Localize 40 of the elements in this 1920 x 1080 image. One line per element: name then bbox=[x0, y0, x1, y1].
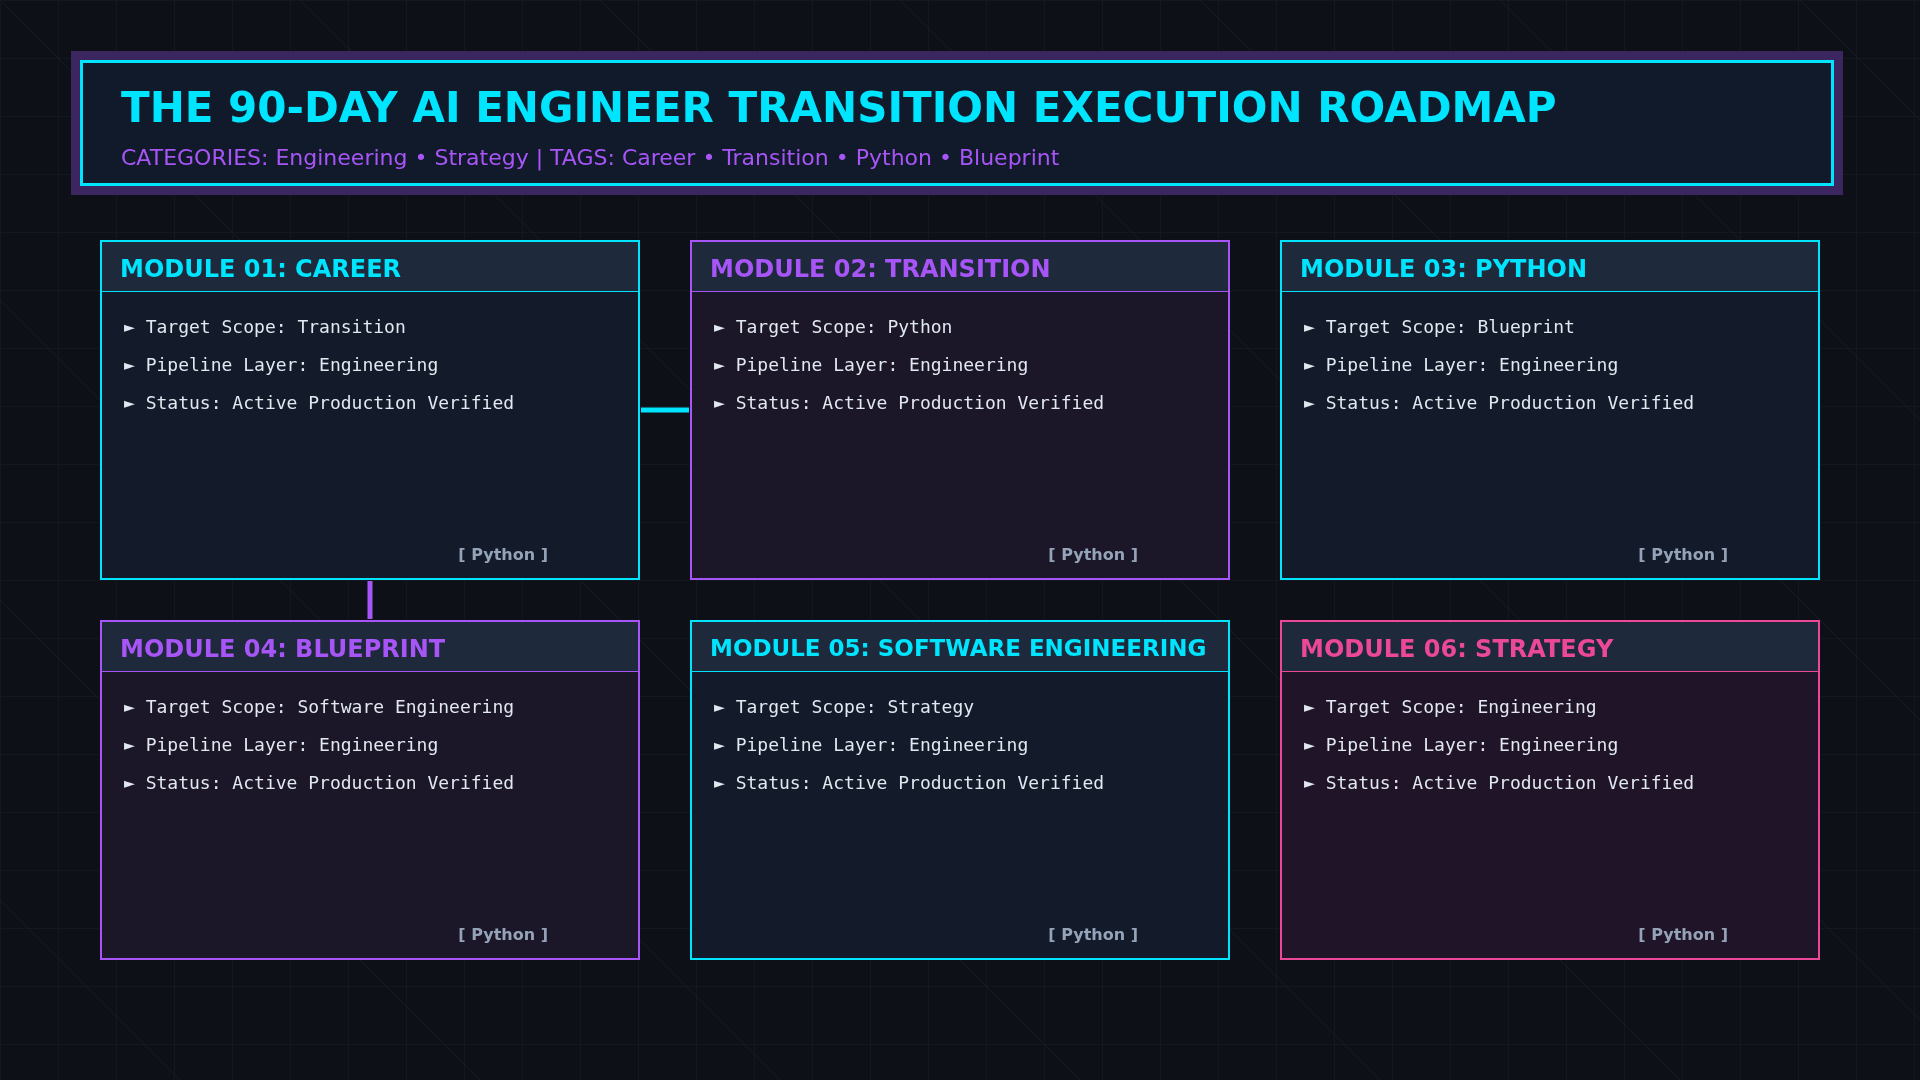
module-heading: MODULE 04: BLUEPRINT bbox=[120, 635, 446, 663]
module-heading: MODULE 03: PYTHON bbox=[1300, 255, 1587, 283]
bullet-item: ► Pipeline Layer: Engineering bbox=[124, 354, 439, 375]
bullet-item: ► Pipeline Layer: Engineering bbox=[1304, 354, 1619, 375]
bullet-item: ► Status: Active Production Verified bbox=[1304, 772, 1695, 793]
bullet-item: ► Target Scope: Transition bbox=[124, 316, 406, 337]
tag-text: [ Python ] bbox=[1048, 545, 1138, 564]
bullet-item: ► Target Scope: Engineering bbox=[1304, 696, 1597, 717]
bullet-item: ► Target Scope: Blueprint bbox=[1304, 316, 1575, 337]
bullet-item: ► Status: Active Production Verified bbox=[714, 772, 1105, 793]
module-card bbox=[1280, 240, 1820, 580]
connector-line bbox=[367, 581, 373, 619]
tag-text: [ Python ] bbox=[1638, 925, 1728, 944]
module-heading: MODULE 06: STRATEGY bbox=[1300, 635, 1614, 663]
connector-line bbox=[641, 407, 689, 413]
bullet-item: ► Target Scope: Software Engineering bbox=[124, 696, 515, 717]
bullet-item: ► Pipeline Layer: Engineering bbox=[1304, 734, 1619, 755]
module-heading: MODULE 02: TRANSITION bbox=[710, 255, 1051, 283]
module-card bbox=[690, 620, 1230, 960]
module-heading: MODULE 01: CAREER bbox=[120, 255, 402, 283]
subtitle: CATEGORIES: Engineering • Strategy | TAGS: Career • Transition • Python • Blueprint bbox=[121, 145, 1060, 170]
tag-text: [ Python ] bbox=[1048, 925, 1138, 944]
tag-text: [ Python ] bbox=[458, 925, 548, 944]
bullet-item: ► Pipeline Layer: Engineering bbox=[714, 354, 1029, 375]
module-card bbox=[1280, 620, 1820, 960]
module-heading: MODULE 05: SOFTWARE ENGINEERING bbox=[710, 635, 1207, 661]
tag-text: [ Python ] bbox=[1638, 545, 1728, 564]
title: THE 90-DAY AI ENGINEER TRANSITION EXECUTION ROADMAP bbox=[121, 83, 1557, 132]
bullet-item: ► Target Scope: Strategy bbox=[714, 696, 975, 717]
bullet-item: ► Status: Active Production Verified bbox=[714, 392, 1105, 413]
module-card bbox=[690, 240, 1230, 580]
module-card bbox=[100, 240, 640, 580]
tag-text: [ Python ] bbox=[458, 545, 548, 564]
bullet-item: ► Pipeline Layer: Engineering bbox=[714, 734, 1029, 755]
bullet-item: ► Status: Active Production Verified bbox=[1304, 392, 1695, 413]
bullet-item: ► Status: Active Production Verified bbox=[124, 392, 515, 413]
bullet-item: ► Target Scope: Python bbox=[714, 316, 953, 337]
bullet-item: ► Status: Active Production Verified bbox=[124, 772, 515, 793]
module-card bbox=[100, 620, 640, 960]
bullet-item: ► Pipeline Layer: Engineering bbox=[124, 734, 439, 755]
